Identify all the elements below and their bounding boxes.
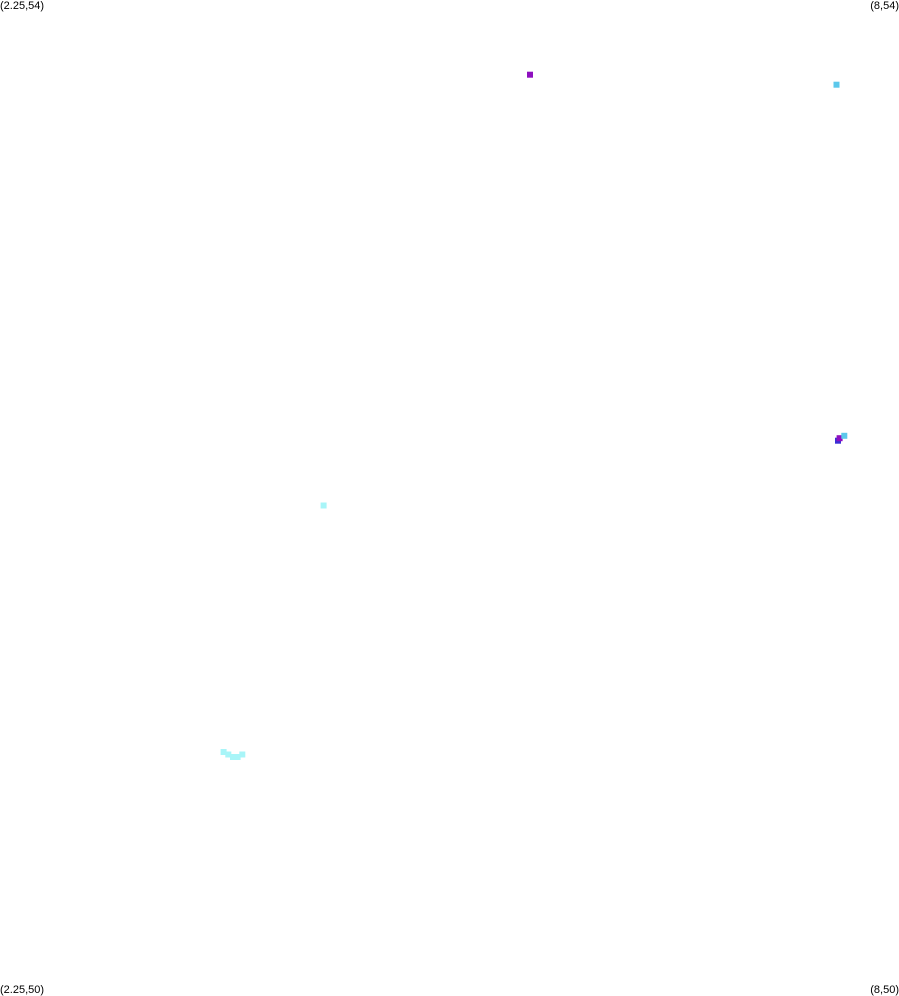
scatter-point-1 xyxy=(833,81,840,88)
scatter-point-0 xyxy=(527,71,533,78)
scatter-point-10 xyxy=(239,751,246,758)
corner-label-top-right: (8,54) xyxy=(870,0,899,12)
corner-label-bottom-right: (8,50) xyxy=(870,984,899,996)
corner-label-top-left: (2.25,54) xyxy=(0,0,45,12)
scatter-point-9 xyxy=(234,754,241,760)
scatter-point-8 xyxy=(230,754,236,760)
scatter-point-5 xyxy=(320,502,327,509)
corner-label-bottom-left: (2.25,50) xyxy=(0,984,45,996)
scatter-point-4 xyxy=(841,432,848,439)
scatter-point-6 xyxy=(220,749,227,755)
scatter-point-7 xyxy=(225,751,232,758)
scatter-point-3 xyxy=(836,435,843,442)
